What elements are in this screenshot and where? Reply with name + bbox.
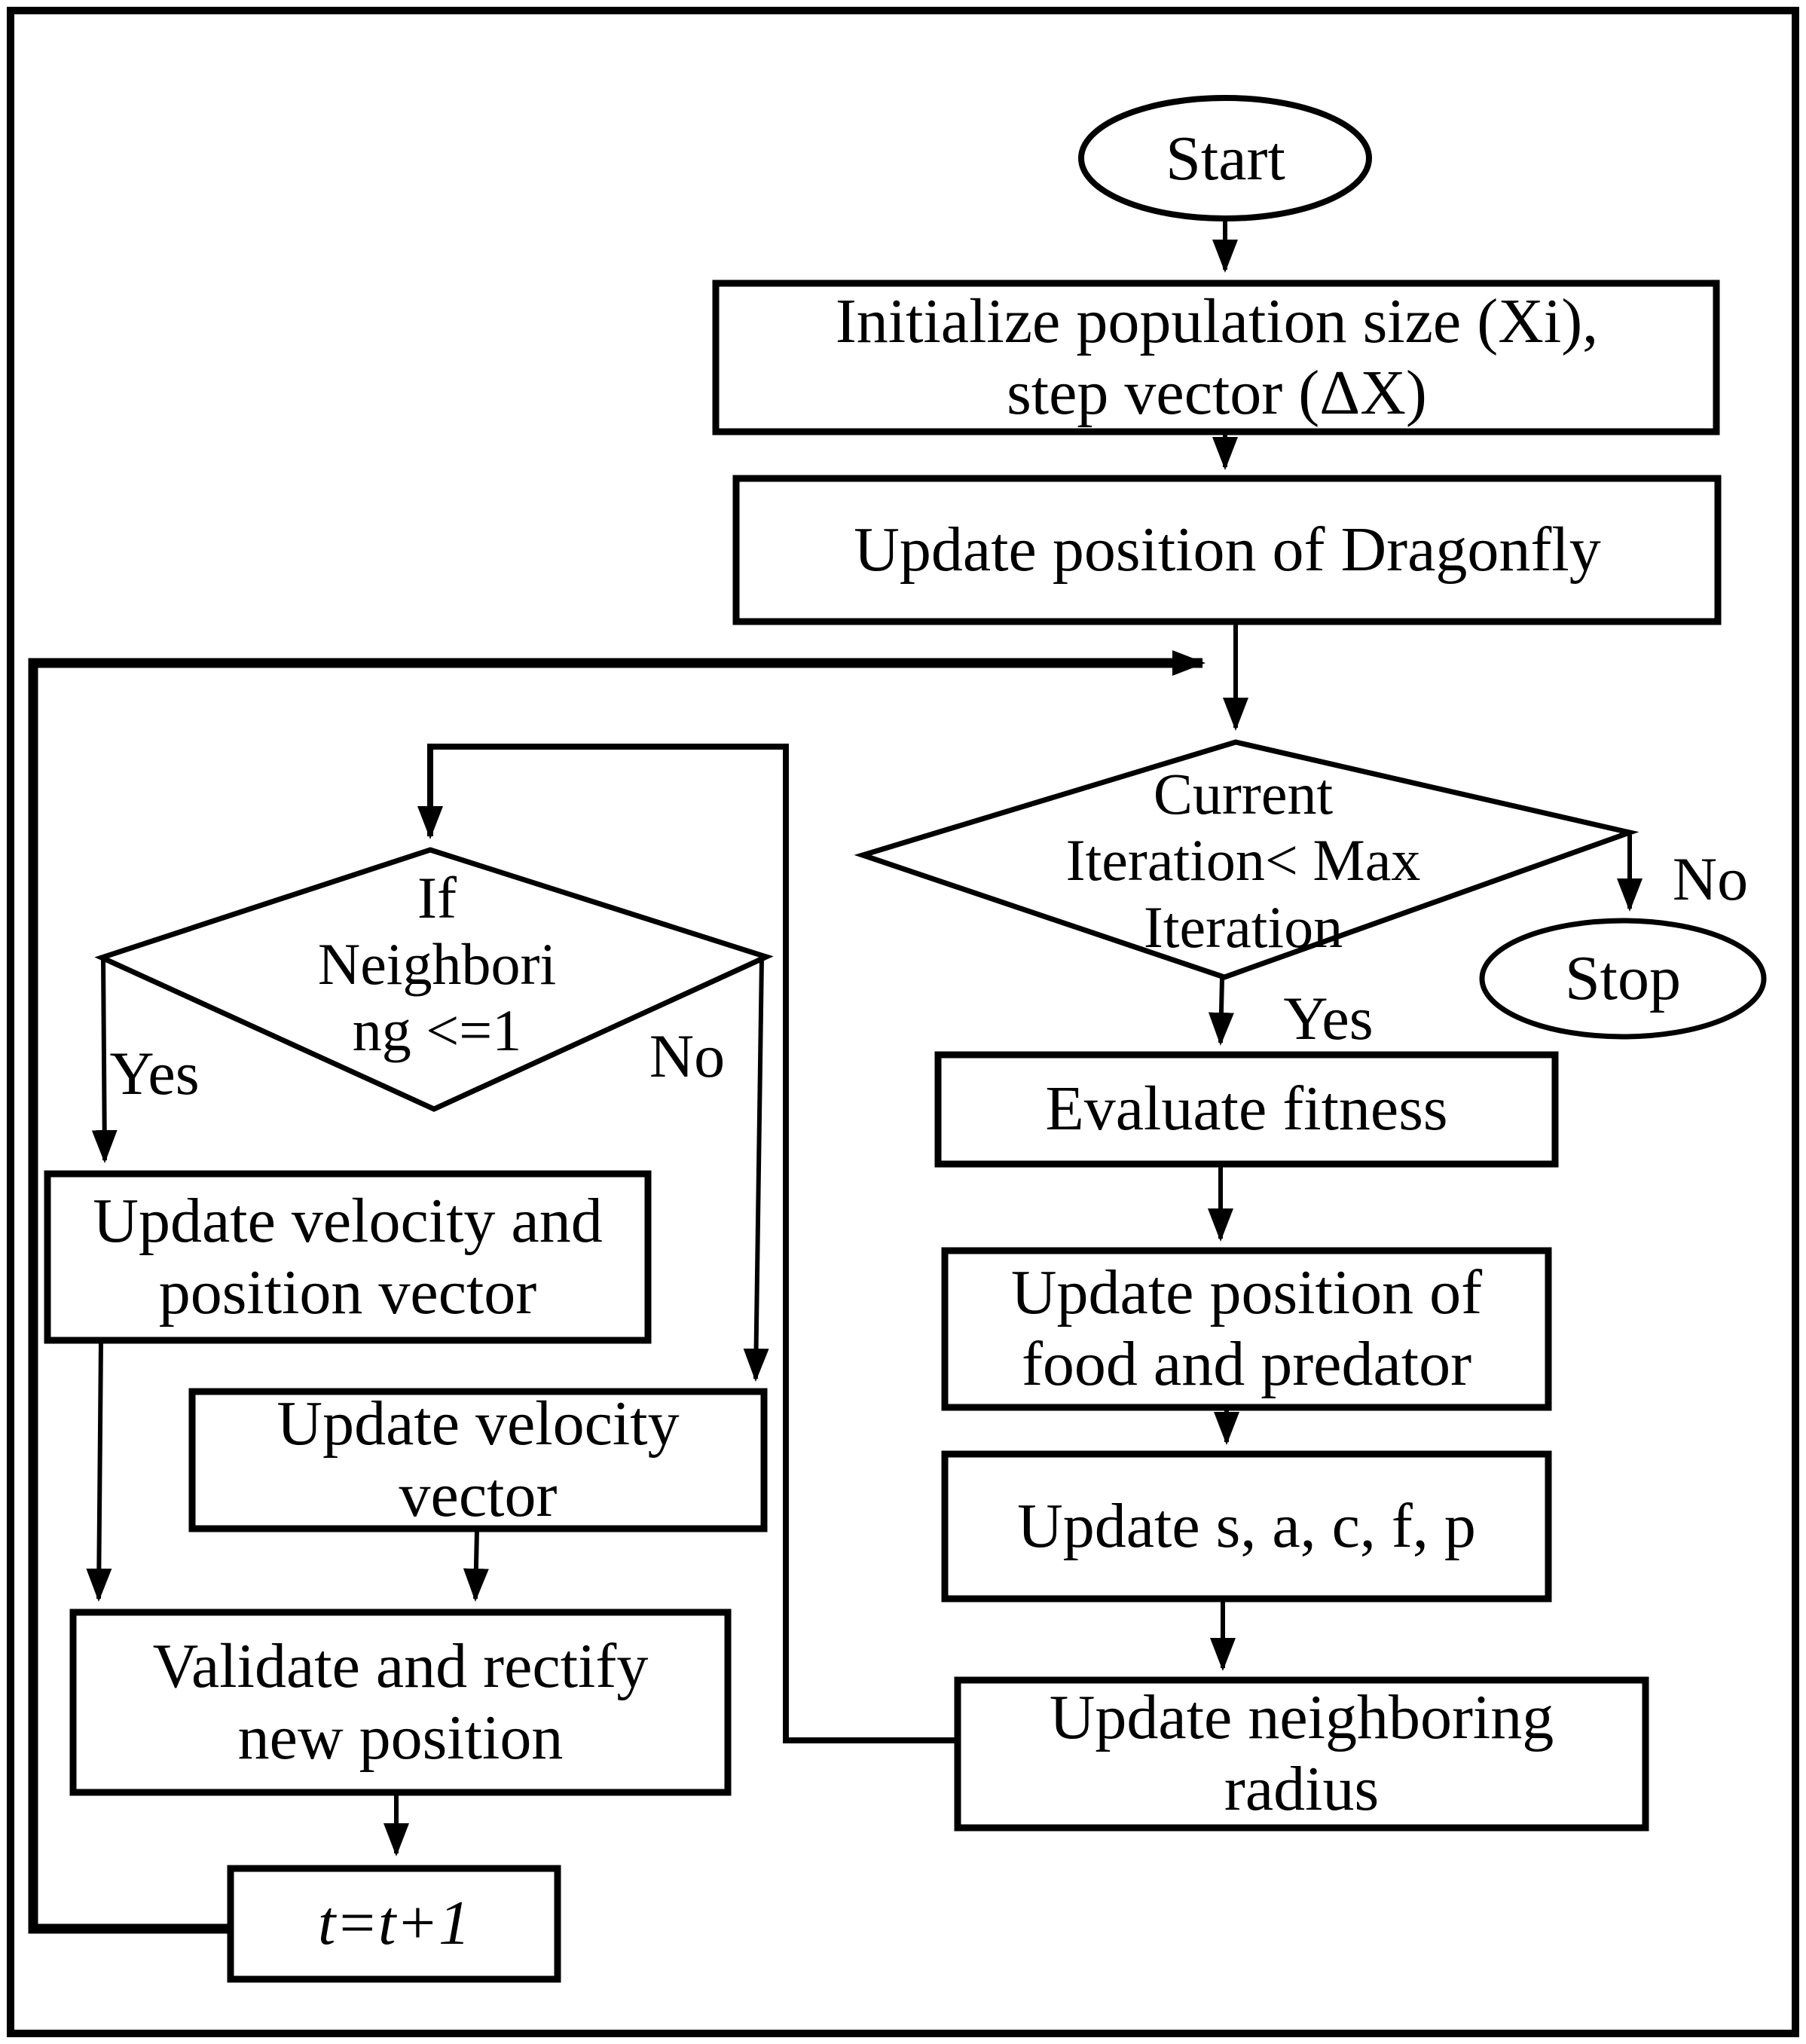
neighboring-yes-label: Yes: [87, 1038, 222, 1110]
evaluate-fitness-box: [934, 1051, 1559, 1168]
node-text-line: If: [417, 864, 457, 930]
node-text-line: step vector (ΔX): [1007, 358, 1427, 428]
start-label: Start: [1082, 99, 1369, 218]
node-text: Stop: [1564, 943, 1682, 1013]
iteration-check-diamond: [854, 739, 1639, 980]
node-text-line: Current: [1153, 761, 1334, 827]
node-text-line: position vector: [158, 1257, 537, 1328]
update-radius-label: Update neighboring radius: [961, 1682, 1642, 1824]
node-text-line: Iteration< Max: [1065, 827, 1421, 894]
increment-box: [227, 1865, 561, 1983]
update-food-predator-box: [941, 1247, 1552, 1411]
initialize-label: Initialize population size (Xi), step ve…: [720, 286, 1713, 428]
validate-position-label: Validate and rectify new position: [77, 1616, 724, 1789]
update-velocity-box: [188, 1388, 768, 1532]
edge-radius-loop-to-neighboring-check: [417, 744, 958, 1743]
outer-border: [7, 7, 1799, 2037]
node-text-line: ng <=1: [352, 998, 522, 1064]
update-velocity-label: Update velocity vector: [196, 1389, 760, 1530]
edge-neighboring-yes: [91, 958, 118, 1163]
node-text: Evaluate fitness: [1045, 1074, 1448, 1144]
validate-position-box: [69, 1609, 732, 1796]
neighboring-check-diamond: [94, 847, 774, 1112]
iteration-check-label: Current Iteration< Max Iteration: [931, 757, 1556, 964]
update-dragonfly-box: [732, 475, 1722, 625]
node-text-line: Update neighboring: [1049, 1682, 1554, 1753]
node-text-line: Neighbori: [317, 930, 557, 997]
node-text: t=t+1: [317, 1888, 471, 1959]
stop-label: Stop: [1482, 922, 1764, 1035]
edge-increment-loop: [28, 650, 1206, 1934]
node-text-line: Validate and rectify: [152, 1630, 649, 1701]
node-text-line: Update velocity and: [93, 1185, 603, 1256]
node-text-line: Update velocity: [277, 1389, 680, 1459]
node-text-line: vector: [399, 1460, 558, 1530]
neighboring-check-label: If Neighbori ng <=1: [203, 855, 671, 1074]
edge-velpos-to-validate: [86, 1341, 112, 1602]
node-text-line: radius: [1224, 1754, 1380, 1824]
edge-iteration-yes-to-evaluate: [1208, 978, 1234, 1046]
node-text-line: food and predator: [1021, 1329, 1472, 1399]
iteration-no-label: No: [1650, 844, 1771, 915]
iteration-yes-label: Yes: [1257, 983, 1400, 1055]
node-text-line: new position: [237, 1702, 564, 1773]
node-text: Update s, a, c, f, p: [1017, 1490, 1476, 1561]
update-sacfp-box: [941, 1450, 1552, 1603]
node-text-line: Update position of: [1010, 1257, 1483, 1328]
increment-label: t=t+1: [234, 1872, 554, 1975]
stop-terminator: [1479, 918, 1767, 1040]
node-text: Update position of Dragonfly: [854, 514, 1601, 585]
update-radius-box: [954, 1676, 1649, 1832]
node-text-line: Iteration: [1143, 894, 1343, 960]
edge-velocity-to-validate: [463, 1529, 489, 1602]
edge-label-text: Yes: [1283, 984, 1374, 1053]
edge-label-text: No: [1672, 845, 1749, 914]
update-food-predator-label: Update position of food and predator: [949, 1254, 1545, 1404]
edge-neighboring-no: [743, 958, 769, 1382]
update-velocity-position-box: [44, 1170, 652, 1344]
evaluate-fitness-label: Evaluate fitness: [942, 1058, 1551, 1161]
update-sacfp-label: Update s, a, c, f, p: [949, 1458, 1545, 1595]
start-terminator: [1078, 95, 1372, 222]
edge-label-text: No: [649, 1022, 726, 1091]
node-text: Start: [1166, 123, 1285, 194]
neighboring-no-label: No: [627, 1021, 747, 1092]
node-text-line: Initialize population size (Xi),: [835, 286, 1599, 357]
update-velocity-position-label: Update velocity and position vector: [51, 1178, 644, 1337]
initialize-box: [712, 280, 1720, 435]
edge-label-text: Yes: [109, 1039, 200, 1108]
update-dragonfly-label: Update position of Dragonfly: [741, 482, 1714, 618]
